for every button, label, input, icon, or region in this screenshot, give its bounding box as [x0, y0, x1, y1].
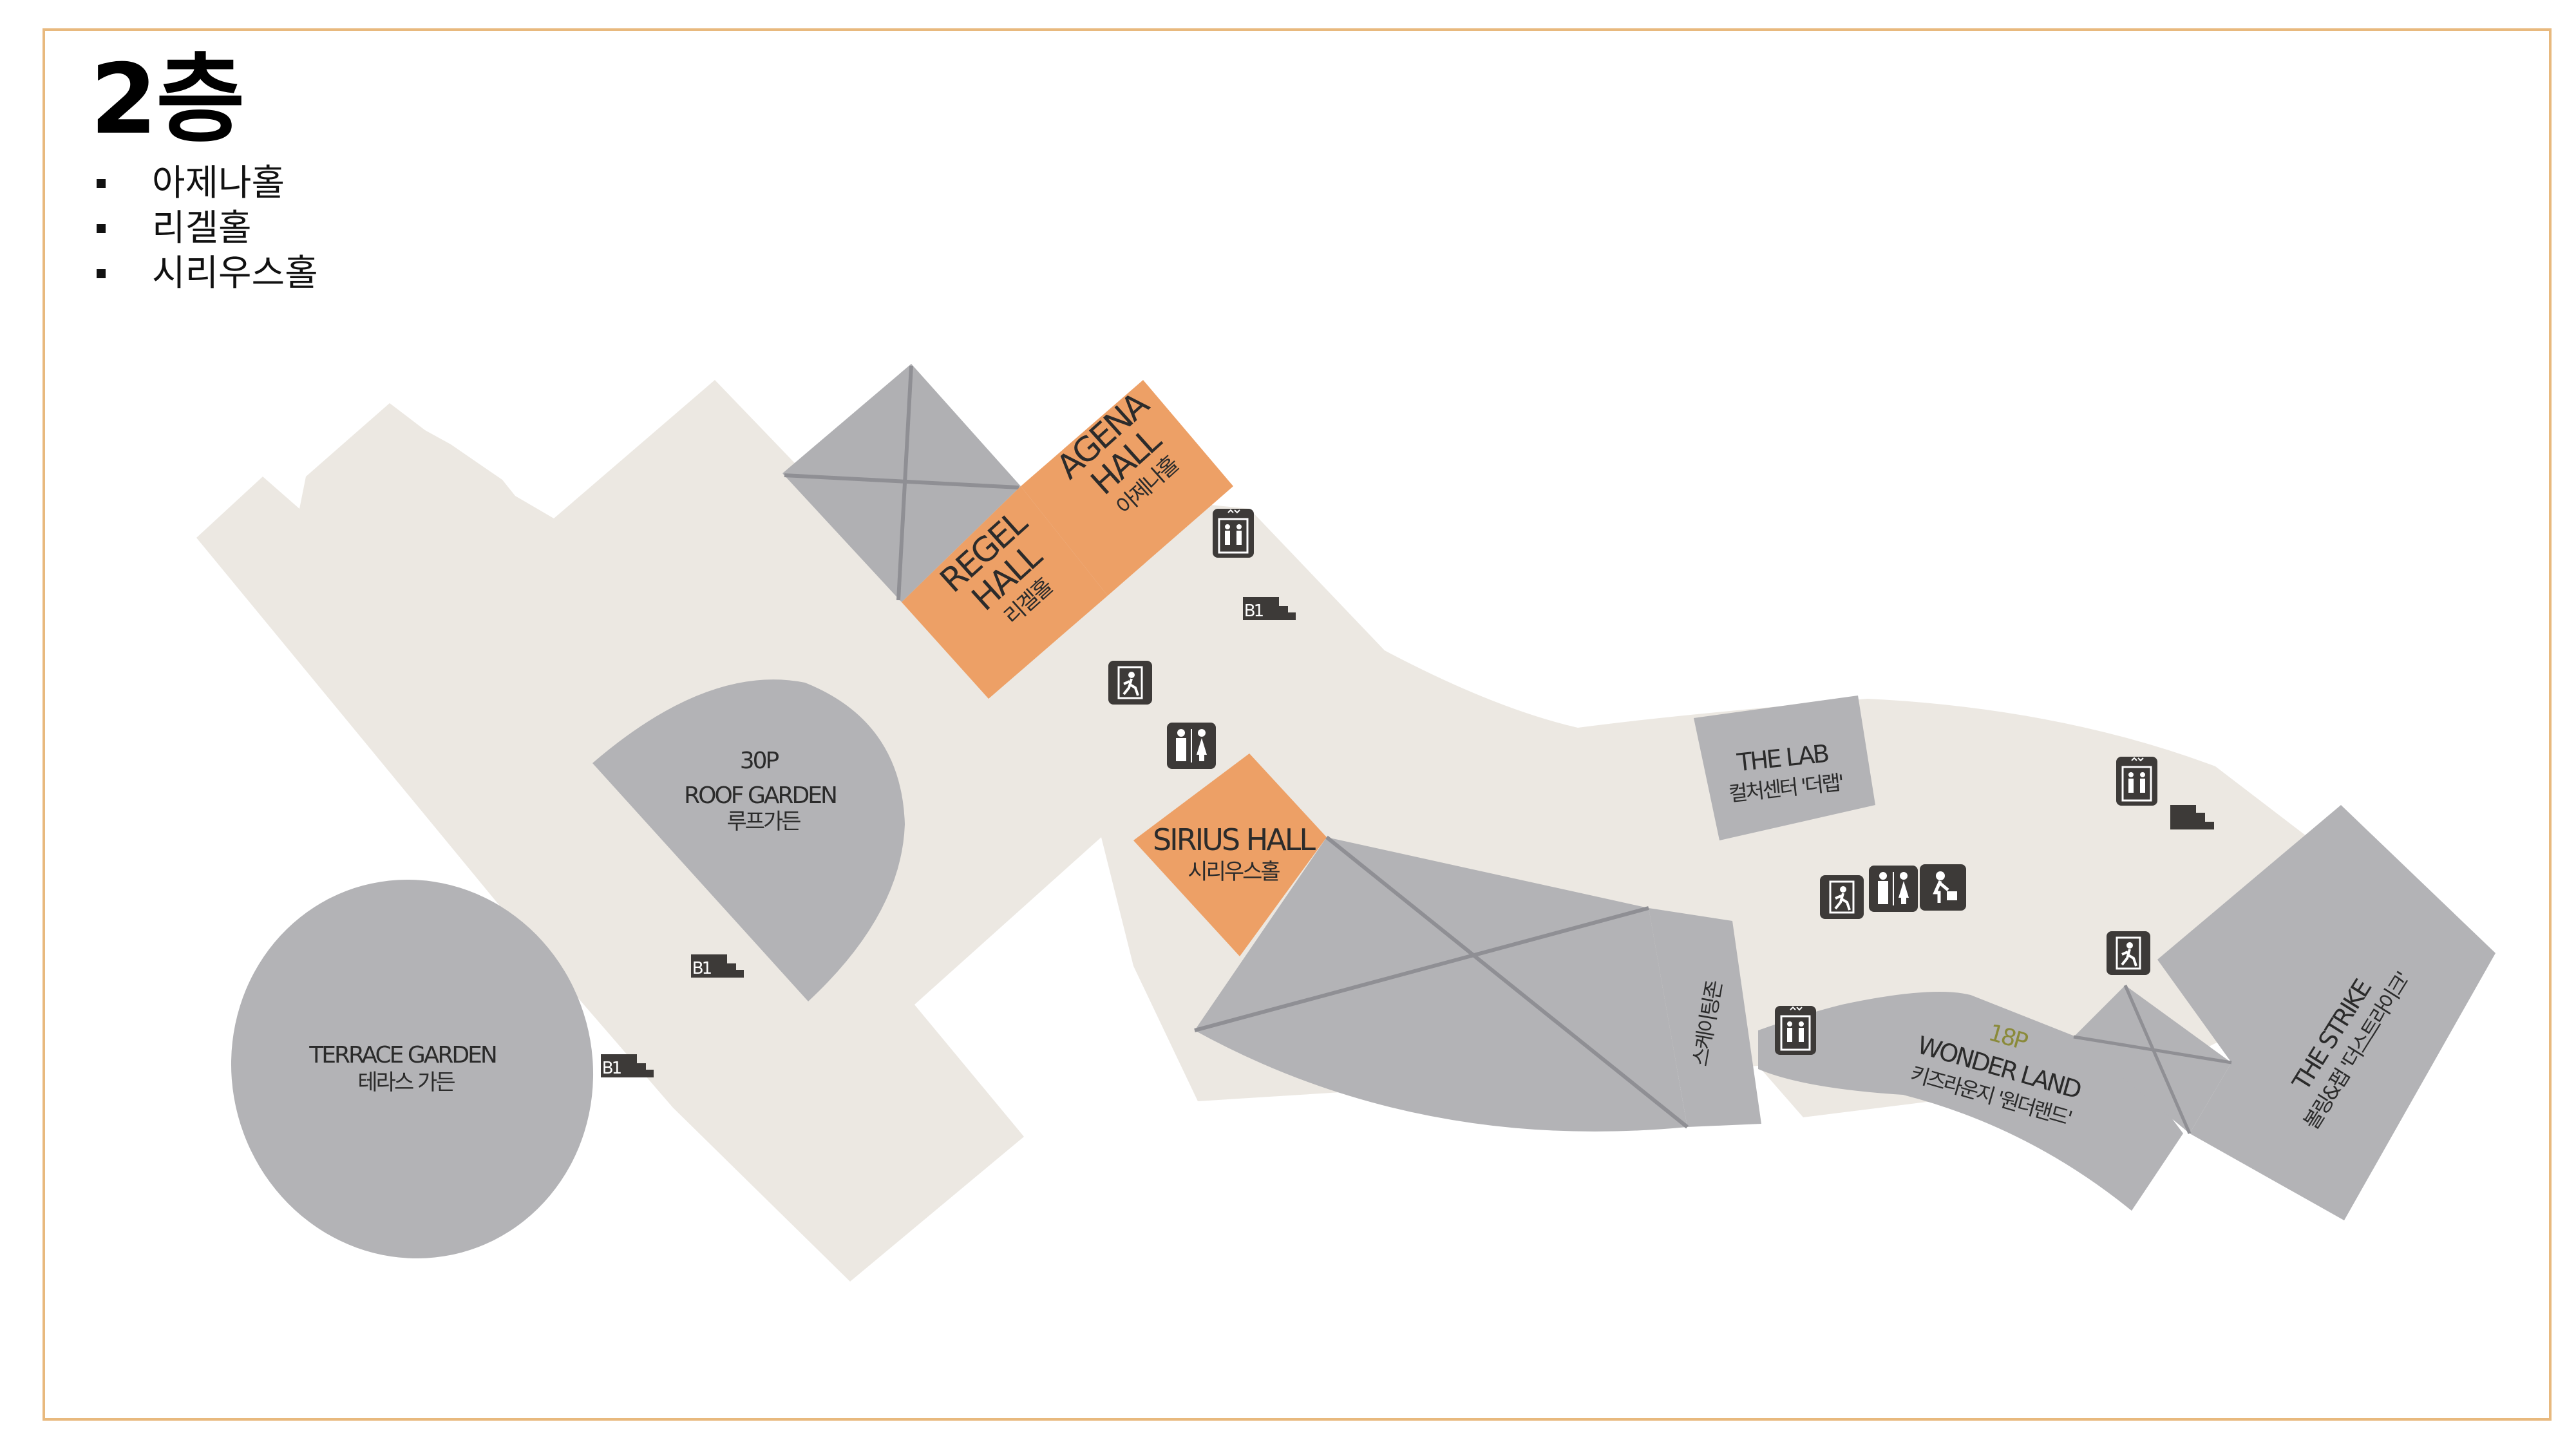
restroom-icon[interactable]: [1868, 865, 1918, 913]
stairs-markers: B1 B1 B1: [601, 597, 2214, 1078]
sirius-hall[interactable]: [1133, 753, 1327, 956]
stairs-b1-label: B1: [692, 959, 712, 978]
emergency-exit-icon[interactable]: [1819, 874, 1865, 920]
roof-garden-ko: 루프가든: [726, 809, 800, 835]
terrace-garden-en: TERRACE GARDEN: [308, 1042, 496, 1068]
map-frame: [43, 28, 2552, 1421]
hall-list-item-agena[interactable]: 아제나홀: [97, 161, 318, 206]
regel-hall[interactable]: [902, 486, 1108, 699]
roof-garden-en: ROOF GARDEN: [684, 782, 836, 809]
hall-rooms: [902, 380, 1327, 956]
hall-list-item-sirius[interactable]: 시리우스홀: [97, 251, 318, 296]
elevator-icon[interactable]: [2115, 755, 2159, 807]
elevator-icon[interactable]: [1774, 1005, 1817, 1056]
terrace-garden-ko: 테라스 가든: [357, 1070, 455, 1095]
stairs-b1-label: B1: [602, 1059, 621, 1078]
sirius-label-en: SIRIUS HALL: [1153, 822, 1316, 857]
restroom-icon[interactable]: [1166, 722, 1217, 770]
gray-zones: [231, 364, 2496, 1259]
stairs-icon[interactable]: [2170, 805, 2214, 829]
agena-hall[interactable]: [1021, 380, 1233, 596]
hall-list: 아제나홀 리겔홀 시리우스홀: [97, 161, 318, 296]
roof-garden-parking: 30P: [740, 748, 779, 774]
emergency-exit-icon[interactable]: [2105, 930, 2152, 976]
floor-title: 2층: [90, 44, 245, 156]
sirius-label-ko: 시리우스홀: [1188, 859, 1280, 885]
stairs-b1-label: B1: [1244, 601, 1264, 621]
nursing-room-icon[interactable]: [1920, 864, 1966, 911]
emergency-exit-icon[interactable]: [1107, 659, 1153, 706]
elevator-icon[interactable]: [1211, 507, 1255, 559]
hall-list-item-regel[interactable]: 리겔홀: [97, 206, 318, 251]
